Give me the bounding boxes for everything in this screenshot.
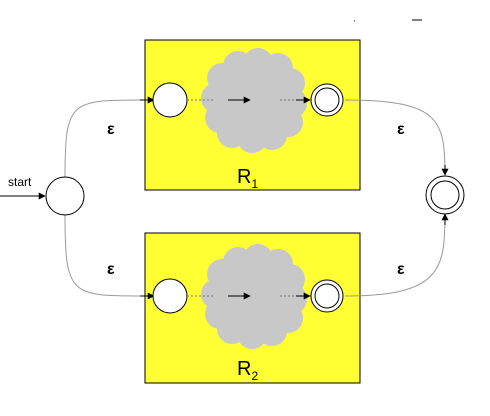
- epsilon-edge-start-to-r2: [64, 213, 148, 297]
- epsilon-edge-r1-to-final: [344, 99, 446, 176]
- final-state-inner: [430, 180, 460, 210]
- start-label: start: [8, 175, 32, 189]
- r1-cloud: [201, 48, 307, 153]
- start-state: [45, 176, 85, 216]
- r2-cloud: [201, 244, 307, 349]
- epsilon-label-top-left: ε: [107, 121, 115, 138]
- r2-label: R2: [237, 358, 258, 383]
- epsilon-edge-start-to-r1: [64, 99, 148, 179]
- r2-start-state: [152, 278, 188, 314]
- epsilon-label-top-right: ε: [397, 121, 405, 138]
- r1-accept-state-inner: [314, 87, 340, 113]
- epsilon-edge-r2-to-final: [344, 214, 446, 297]
- r2-accept-state-inner: [314, 283, 340, 309]
- epsilon-label-bottom-right: ε: [397, 261, 405, 278]
- r1-label: R1: [237, 166, 258, 191]
- r1-start-state: [152, 82, 188, 118]
- epsilon-label-bottom-left: ε: [107, 261, 115, 278]
